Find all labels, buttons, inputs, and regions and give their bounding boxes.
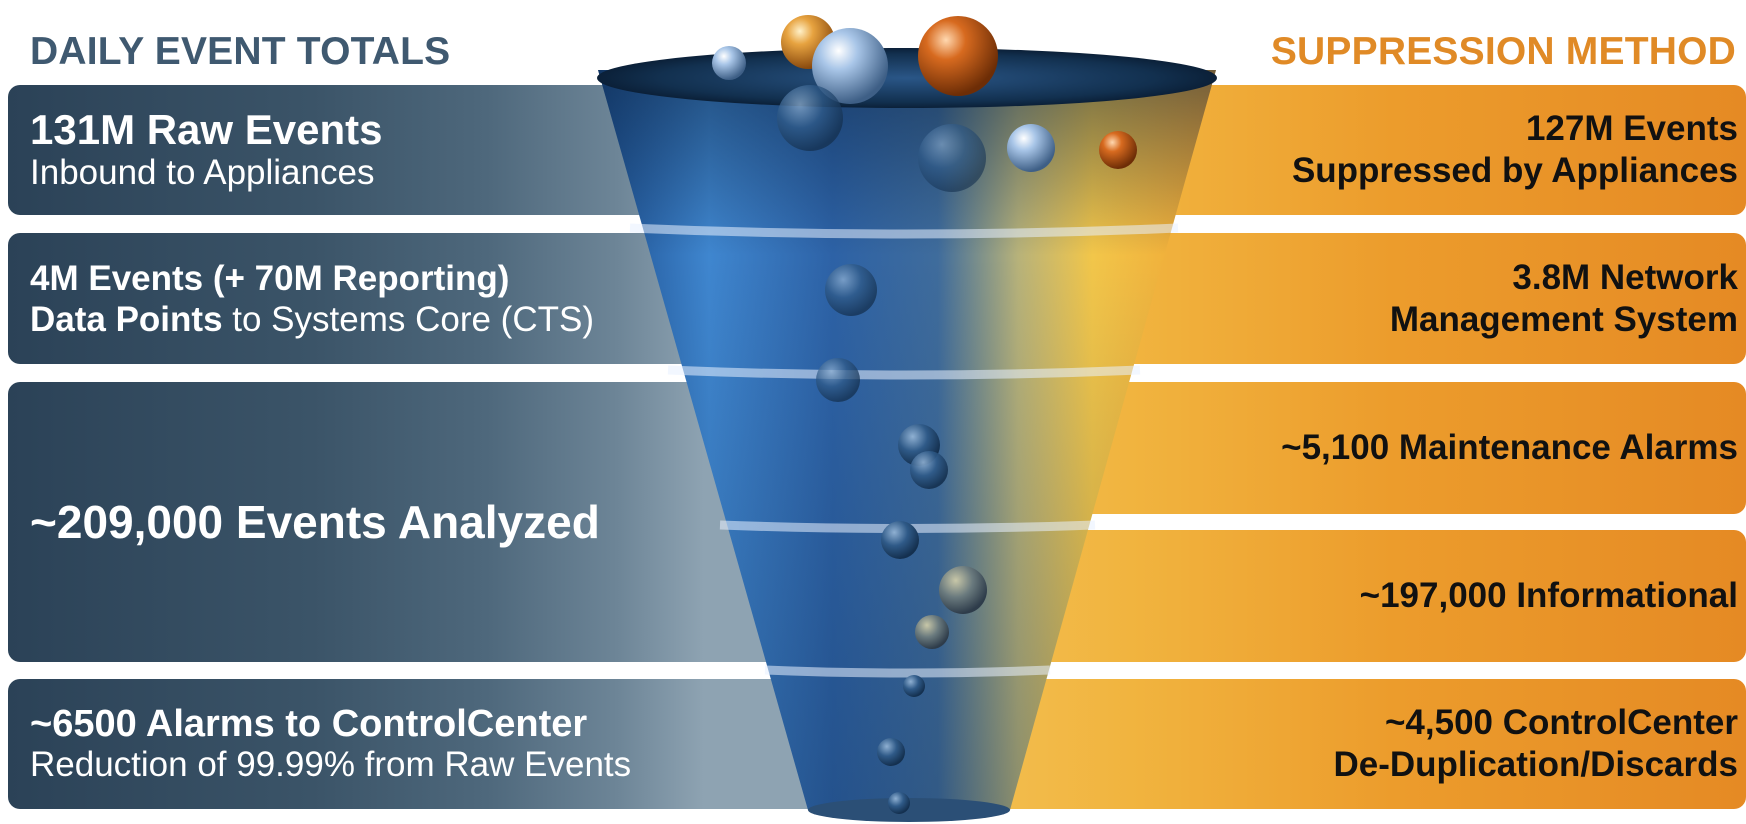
daily-event-totals-heading: DAILY EVENT TOTALS <box>30 30 451 73</box>
ball-inner-3 <box>1007 124 1055 172</box>
funnel-bottom <box>808 798 1010 822</box>
systems-core-subtitle: Data Points to Systems Core (CTS) <box>30 300 878 340</box>
left-band-alarms: ~6500 Alarms to ControlCenter Reduction … <box>8 679 878 809</box>
ball-inner-4 <box>1099 131 1137 169</box>
funnel-rim <box>597 48 1217 108</box>
ball-inner-14 <box>888 792 910 814</box>
ball-inner-8 <box>910 451 948 489</box>
maintenance-alarms-label: ~5,100 Maintenance Alarms <box>1281 428 1738 467</box>
events-analyzed-count: ~209,000 Events Analyzed <box>30 496 600 548</box>
deduplication-label: De-Duplication/Discards <box>1333 745 1738 784</box>
ball-inner-13 <box>877 738 905 766</box>
network-management-count: 3.8M Network <box>1512 257 1738 297</box>
ball-inner-5 <box>825 264 877 316</box>
alarms-subtitle: Reduction of 99.99% from Raw Events <box>30 745 632 784</box>
ball-inner-9 <box>881 521 919 559</box>
ball-inner-12 <box>903 675 925 697</box>
alarms-count: ~6500 Alarms to ControlCenter <box>30 703 588 745</box>
ball-inner-2 <box>918 124 986 192</box>
systems-core-count: 4M Events (+ 70M Reporting) <box>30 258 510 298</box>
ball-blue-large-top <box>812 28 888 104</box>
data-points-label: Data Points <box>30 299 223 339</box>
suppressed-appliances-count: 127M Events <box>1525 109 1738 148</box>
ball-inner-1 <box>777 85 843 151</box>
systems-core-rest: to Systems Core (CTS) <box>222 299 594 339</box>
raw-events-subtitle: Inbound to Appliances <box>30 153 375 192</box>
suppressed-appliances-label: Suppressed by Appliances <box>1291 151 1738 190</box>
ball-copper-top <box>918 16 998 96</box>
ball-inner-10 <box>939 566 987 614</box>
deduplication-count: ~4,500 ControlCenter <box>1384 703 1738 742</box>
ball-inner-11 <box>915 615 949 649</box>
raw-events-count: 131M Raw Events <box>30 106 383 153</box>
network-management-label: Management System <box>1389 299 1738 339</box>
ball-blue-small-top <box>712 46 746 80</box>
informational-label: ~197,000 Informational <box>1359 576 1738 615</box>
suppression-method-heading: SUPPRESSION METHOD <box>1270 30 1736 73</box>
ball-inner-6 <box>816 358 860 402</box>
